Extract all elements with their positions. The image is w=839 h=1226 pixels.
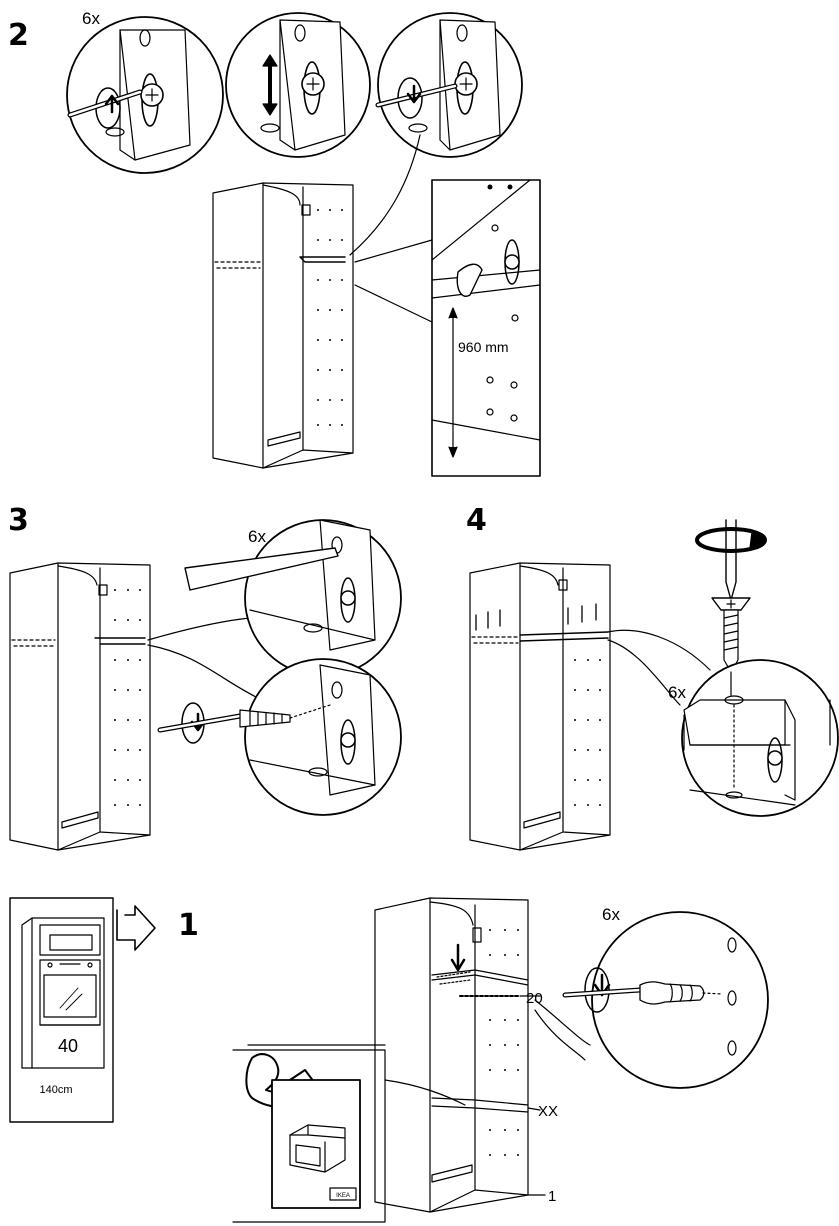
step-2: 2 6x — [8, 9, 540, 476]
ikea-logo: IKEA — [336, 1193, 350, 1199]
oven-number: 40 — [58, 1036, 78, 1056]
detail-circle-loosen — [67, 17, 223, 173]
rotate-arrow-icon — [697, 529, 766, 551]
cabinet-step-2 — [213, 183, 353, 468]
detail-circle-screw — [160, 659, 401, 815]
step-4-count: 6x — [668, 683, 686, 702]
measurement-label: 960 mm — [458, 339, 509, 355]
step-3-number: 3 — [8, 503, 29, 538]
step-2-number: 2 — [8, 18, 29, 53]
label-1: 1 — [548, 1188, 556, 1205]
detail-circle-dowel: 6x — [565, 905, 768, 1088]
sidebar-panel: 40 140cm — [10, 898, 113, 1122]
oven-icon — [290, 1125, 345, 1172]
width-label: 140cm — [39, 1084, 72, 1096]
detail-circle-hammer: 6x — [185, 520, 401, 676]
detail-circle-tighten — [378, 13, 522, 157]
step-1-number: 1 — [178, 908, 199, 943]
step-3-count: 6x — [248, 527, 266, 546]
detail-circle-adjust — [226, 13, 370, 157]
cabinet-step-4 — [470, 563, 610, 850]
detail-circle-shelf — [682, 660, 838, 816]
step-1: 1 20 XX 1 — [178, 898, 768, 1222]
cabinet-step-1 — [375, 898, 528, 1212]
step-4: 4 — [466, 503, 838, 850]
step-4-number: 4 — [466, 503, 487, 538]
oven-cabinet-icon: 40 — [22, 918, 104, 1068]
manual-reference: IKEA — [233, 1045, 385, 1222]
step-3: 3 — [8, 503, 401, 850]
dowel-icon — [640, 982, 704, 1004]
screwdriver-icon — [726, 520, 736, 600]
inset-step-2: 960 mm — [432, 180, 540, 476]
step-2-count: 6x — [82, 9, 100, 28]
arrow-right-icon — [117, 906, 155, 950]
cabinet-step-3 — [10, 563, 150, 850]
step-1-count: 6x — [602, 905, 620, 924]
label-xx: XX — [538, 1103, 558, 1120]
